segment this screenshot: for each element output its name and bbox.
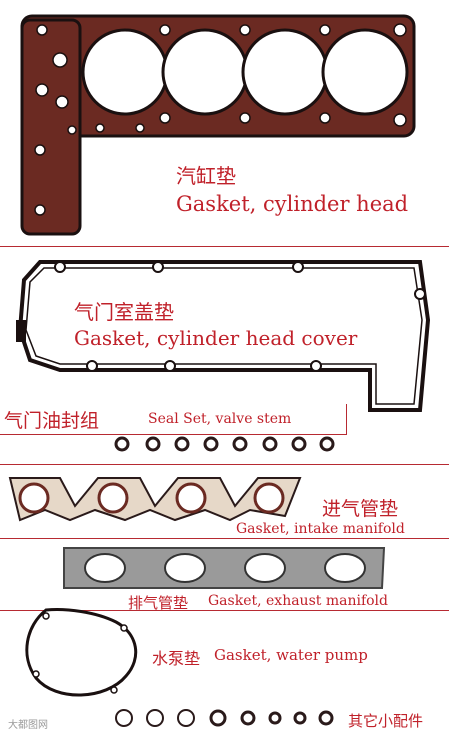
cylinder-head-gasket-zh: 汽缸垫 [176, 164, 236, 188]
cylinder-head-gasket-en: Gasket, cylinder head [176, 192, 409, 216]
watermark-text: 大都图网 [8, 720, 48, 731]
intake-manifold-gasket-zh: 进气管垫 [322, 498, 399, 520]
exhaust-manifold-gasket-zh: 排气管垫 [128, 594, 189, 612]
intake-manifold-gasket-en: Gasket, intake manifold [236, 521, 405, 537]
cylinder-head-cover-gasket-en: Gasket, cylinder head cover [74, 326, 358, 350]
small-parts-zh: 其它小配件 [348, 712, 424, 730]
cylinder-head-cover-gasket-image [16, 260, 431, 412]
water-pump-gasket-zh: 水泵垫 [152, 649, 201, 668]
exhaust-manifold-gasket-image [63, 547, 386, 589]
divider [0, 246, 449, 247]
small-parts-image [115, 709, 334, 727]
water-pump-gasket-image [25, 608, 138, 697]
cylinder-head-cover-gasket-zh: 气门室盖垫 [74, 300, 174, 324]
valve-stem-seals-image [114, 436, 335, 452]
valve-stem-seal-zh: 气门油封组 [4, 410, 100, 432]
divider [346, 404, 347, 434]
divider [0, 434, 347, 435]
cylinder-head-gasket-image [20, 14, 416, 236]
valve-stem-seal-en: Seal Set, valve stem [148, 411, 292, 427]
divider [0, 538, 449, 539]
divider [0, 464, 449, 465]
exhaust-manifold-gasket-en: Gasket, exhaust manifold [208, 593, 388, 609]
water-pump-gasket-en: Gasket, water pump [214, 646, 368, 664]
intake-manifold-gasket-image [8, 477, 302, 522]
divider [0, 610, 449, 611]
